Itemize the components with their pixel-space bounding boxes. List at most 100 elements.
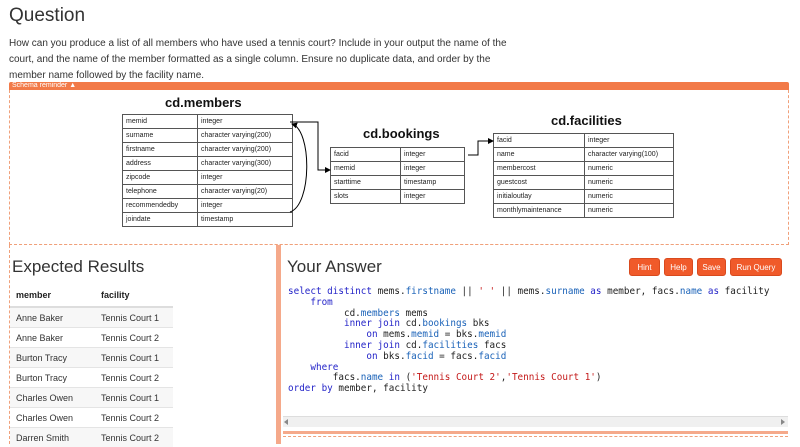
question-title: Question bbox=[9, 5, 85, 27]
schema-column-name: address bbox=[123, 157, 198, 171]
code-line: inner join cd.bookings bks bbox=[288, 318, 490, 329]
results-panel-border bbox=[283, 436, 788, 437]
schema-column-type: character varying(20) bbox=[198, 185, 293, 199]
panel-resize-handle[interactable] bbox=[276, 245, 281, 444]
member-cell: Charles Owen bbox=[10, 408, 95, 428]
schema-column-type: numeric bbox=[585, 176, 674, 190]
schema-reminder-label: Schema reminder ▲ bbox=[12, 81, 76, 90]
schema-column-type: integer bbox=[401, 148, 465, 162]
code-token: in bbox=[389, 372, 400, 383]
member-cell: Burton Tracy bbox=[10, 348, 95, 368]
scroll-right-icon[interactable] bbox=[781, 419, 785, 425]
code-line: facs.name in ('Tennis Court 2','Tennis C… bbox=[288, 372, 602, 383]
scroll-left-icon[interactable] bbox=[284, 419, 288, 425]
schema-column-type: integer bbox=[585, 134, 674, 148]
run-query-button[interactable]: Run Query bbox=[730, 258, 782, 276]
code-line: on bks.facid = facs.facid bbox=[288, 351, 506, 362]
code-token: where bbox=[310, 362, 338, 373]
member-cell: Anne Baker bbox=[10, 328, 95, 348]
expected-results-title: Expected Results bbox=[12, 257, 144, 277]
schema-column-type: timestamp bbox=[401, 176, 465, 190]
code-token: 'Tennis Court 2' bbox=[411, 372, 501, 383]
code-token: mems. bbox=[378, 286, 406, 297]
sql-code[interactable]: select distinct mems.firstname || ' ' ||… bbox=[288, 287, 769, 395]
code-token: order by bbox=[288, 383, 333, 394]
schema-column-type: timestamp bbox=[198, 213, 293, 227]
code-token: inner join bbox=[344, 318, 400, 329]
code-token: as bbox=[708, 286, 719, 297]
member-cell: Charles Owen bbox=[10, 388, 95, 408]
code-line: where bbox=[288, 362, 338, 373]
schema-column-name: surname bbox=[123, 129, 198, 143]
results-panel-divider[interactable] bbox=[283, 431, 788, 434]
schema-column-name: membercost bbox=[494, 162, 585, 176]
code-token: name bbox=[361, 372, 383, 383]
facility-cell: Tennis Court 1 bbox=[95, 348, 173, 368]
code-token: memid bbox=[411, 329, 439, 340]
schema-column-type: integer bbox=[198, 199, 293, 213]
facility-cell: Tennis Court 1 bbox=[95, 307, 173, 328]
code-token: facid bbox=[406, 351, 434, 362]
code-token: ' ' bbox=[478, 286, 495, 297]
save-button[interactable]: Save bbox=[697, 258, 726, 276]
schema-title-bookings: cd.bookings bbox=[363, 126, 440, 141]
code-token: as bbox=[590, 286, 601, 297]
code-token: = facs. bbox=[434, 351, 479, 362]
code-token: inner join bbox=[344, 340, 400, 351]
code-token: surname bbox=[546, 286, 585, 297]
facility-cell: Tennis Court 2 bbox=[95, 328, 173, 348]
code-token: bks bbox=[467, 318, 489, 329]
code-token bbox=[288, 318, 344, 329]
code-line: from bbox=[288, 297, 333, 308]
schema-column-name: joindate bbox=[123, 213, 198, 227]
editor-horizontal-scrollbar[interactable] bbox=[283, 416, 788, 427]
code-token: cd. bbox=[400, 318, 422, 329]
code-token: member, facs. bbox=[602, 286, 680, 297]
member-cell: Burton Tracy bbox=[10, 368, 95, 388]
help-button[interactable]: Help bbox=[664, 258, 693, 276]
code-token bbox=[288, 340, 344, 351]
schema-title-facilities: cd.facilities bbox=[551, 113, 622, 128]
code-token: facs bbox=[478, 340, 506, 351]
facility-cell: Tennis Court 2 bbox=[95, 368, 173, 388]
code-token: memid bbox=[478, 329, 506, 340]
column-header-facility: facility bbox=[95, 284, 173, 307]
code-token bbox=[288, 297, 310, 308]
code-token: bks. bbox=[378, 351, 406, 362]
schema-column-name: guestcost bbox=[494, 176, 585, 190]
schema-title-members: cd.members bbox=[165, 95, 242, 110]
column-header-member: member bbox=[10, 284, 95, 307]
schema-column-name: facid bbox=[331, 148, 401, 162]
facility-cell: Tennis Court 2 bbox=[95, 428, 173, 447]
schema-column-name: slots bbox=[331, 190, 401, 204]
schema-reminder-toggle[interactable]: Schema reminder ▲ bbox=[9, 82, 789, 90]
code-line: order by member, facility bbox=[288, 383, 428, 394]
code-token: mems bbox=[400, 308, 428, 319]
your-answer-title: Your Answer bbox=[287, 257, 382, 277]
hint-button[interactable]: Hint bbox=[629, 258, 660, 276]
schema-column-type: numeric bbox=[585, 204, 674, 218]
code-token: member, facility bbox=[333, 383, 428, 394]
schema-column-name: firstname bbox=[123, 143, 198, 157]
